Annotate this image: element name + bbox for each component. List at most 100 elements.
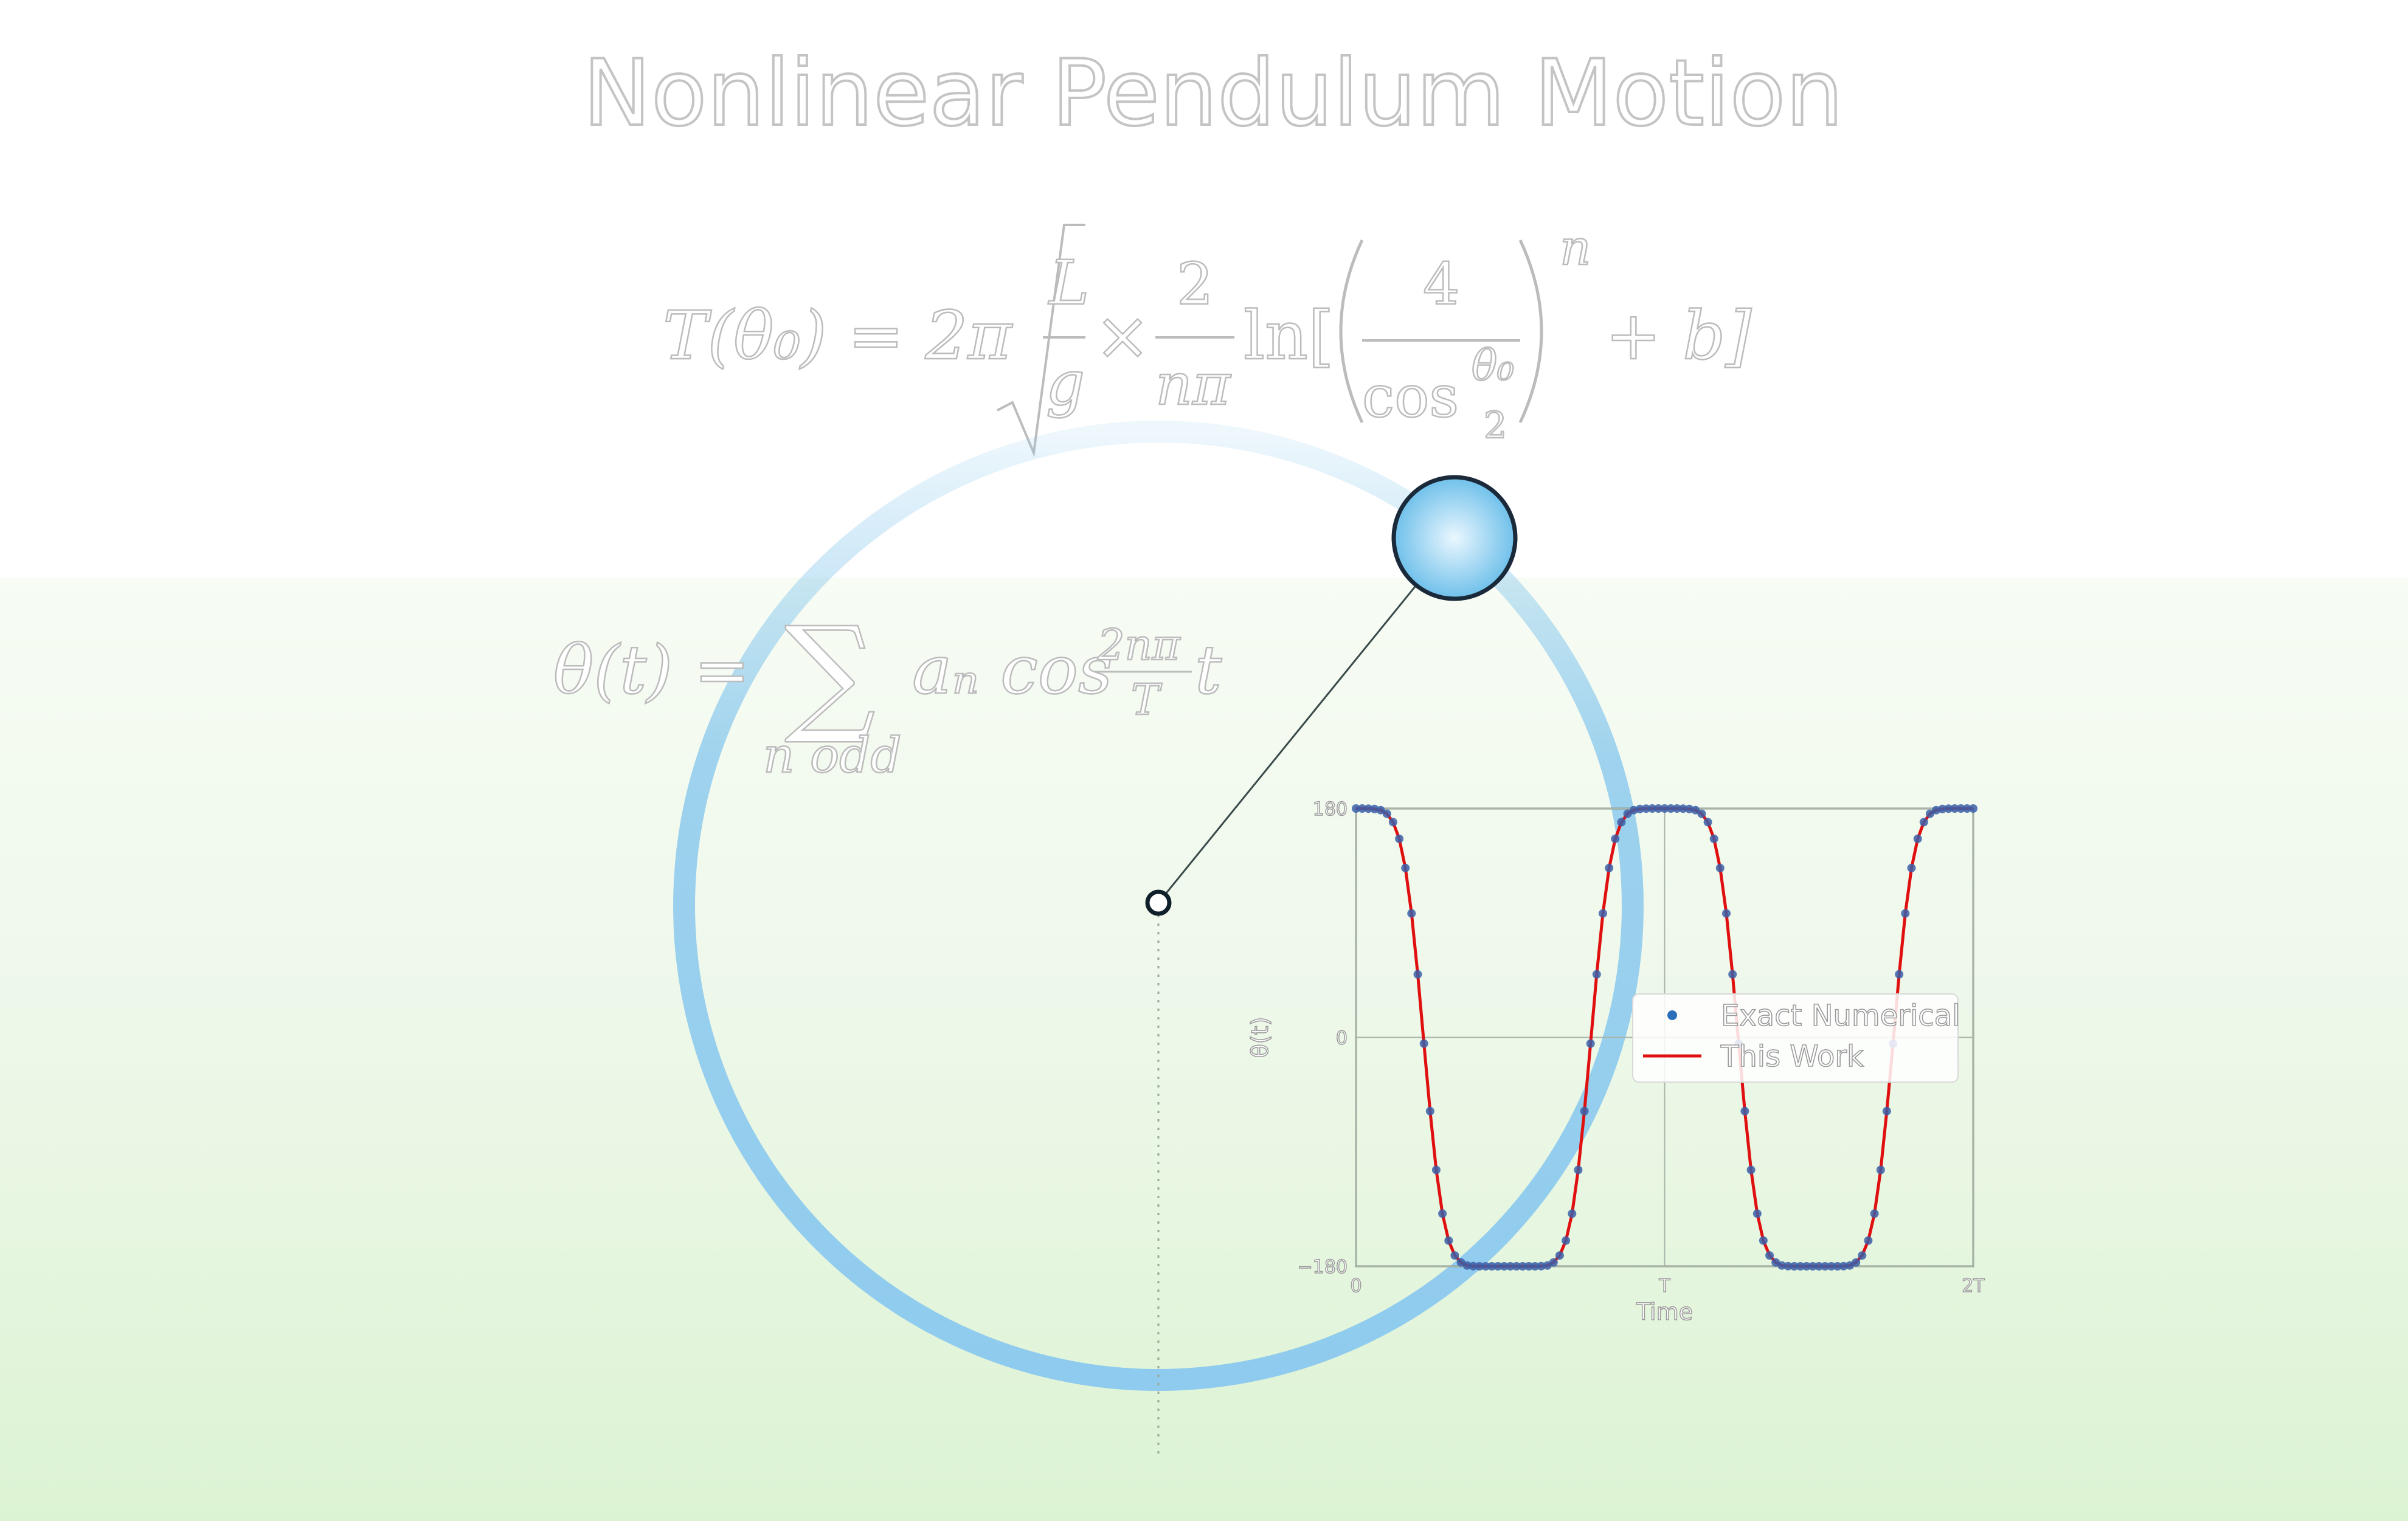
data-point-exact-numerical [1956,804,1965,813]
data-point-exact-numerical [1481,1262,1490,1271]
data-point-exact-numerical [1395,834,1404,843]
sqrt-numerator: L [1048,247,1089,319]
data-point-exact-numerical [1364,804,1373,813]
data-point-exact-numerical [1907,863,1916,872]
chart-y-tick-label: 0 [1336,1028,1348,1049]
plus-b: + b] [1605,297,1752,374]
data-point-exact-numerical [1358,804,1367,813]
ln-bracket: ln[ [1244,297,1334,374]
right-paren [1518,239,1543,424]
legend-marker-exact-numerical [1667,1010,1677,1020]
fraction-denominator: nπ [1155,351,1231,418]
data-point-exact-numerical [1555,1251,1564,1260]
inner-two: 2 [1484,404,1507,447]
data-point-exact-numerical [1450,1251,1459,1260]
pendulum-orbit [673,421,1644,1391]
data-point-exact-numerical [1722,909,1731,918]
data-point-exact-numerical [1666,804,1675,813]
data-point-exact-numerical [1574,1165,1583,1174]
data-point-exact-numerical [1944,804,1953,813]
data-point-exact-numerical [1419,1039,1428,1048]
data-point-exact-numerical [1876,1165,1885,1174]
data-point-exact-numerical [1950,804,1959,813]
legend-label-this-work: This Work [1720,1040,1864,1074]
data-point-exact-numerical [1431,1165,1441,1174]
data-point-exact-numerical [1759,1236,1768,1245]
data-point-exact-numerical [1549,1258,1558,1267]
data-point-exact-numerical [1475,1262,1484,1271]
data-point-exact-numerical [1833,1262,1842,1271]
data-point-exact-numerical [1462,1261,1472,1270]
data-point-exact-numerical [1709,834,1718,843]
data-point-exact-numerical [1518,1262,1527,1271]
data-point-exact-numerical [1870,1209,1879,1218]
sum-subscript: n odd [763,727,902,784]
data-point-exact-numerical [1715,863,1725,872]
data-point-exact-numerical [1376,805,1385,815]
data-point-exact-numerical [1580,1106,1589,1116]
inner-theta: θ₀ [1472,340,1514,390]
data-point-exact-numerical [1777,1261,1787,1270]
data-point-exact-numerical [1506,1262,1515,1271]
data-point-exact-numerical [1599,909,1607,918]
data-point-exact-numerical [1901,909,1910,918]
data-point-exact-numerical [1413,970,1422,979]
data-point-exact-numerical [1746,1165,1756,1174]
pendulum-bob [1391,475,1518,601]
pendulum-rod [1157,537,1456,903]
data-point-exact-numerical [1802,1262,1811,1271]
data-point-exact-numerical [1438,1209,1447,1218]
left-paren [1339,239,1364,424]
data-point-exact-numerical [1919,818,1928,827]
data-point-exact-numerical [1401,863,1410,872]
period-formula: T(θ₀) = 2π L g × 2 nπ ln[ 4 cos θ₀ 2 n +… [662,219,1753,458]
period-formula-lhs: T(θ₀) = 2π [663,297,1013,374]
data-point-exact-numerical [1752,1209,1762,1218]
data-point-exact-numerical [1697,809,1706,818]
data-point-exact-numerical [1469,1261,1478,1271]
data-point-exact-numerical [1962,804,1971,813]
chart-x-tick-label: T [1658,1275,1670,1297]
data-point-exact-numerical [1839,1261,1848,1271]
data-point-exact-numerical [1531,1262,1540,1271]
data-point-exact-numerical [1512,1262,1521,1271]
legend-box [1632,993,1959,1083]
data-point-exact-numerical [1493,1262,1503,1271]
series-fraction-denominator: T [1131,675,1162,725]
data-point-exact-numerical [1790,1262,1799,1271]
data-point-exact-numerical [1487,1262,1496,1271]
sqrt-denominator: g [1046,348,1085,419]
data-point-exact-numerical [1382,809,1391,818]
data-point-exact-numerical [1765,1251,1774,1260]
data-point-exact-numerical [1623,809,1632,818]
data-point-exact-numerical [1678,804,1687,813]
data-point-exact-numerical [1728,970,1737,979]
data-point-exact-numerical [1425,1106,1434,1116]
data-point-exact-numerical [1815,1262,1824,1271]
data-point-exact-numerical [1648,804,1657,813]
chart-y-tick-label: −180 [1298,1257,1348,1278]
data-point-exact-numerical [1388,818,1397,827]
chart-y-tick-label: 180 [1313,799,1348,820]
data-point-exact-numerical [1882,1106,1891,1116]
chart-x-tick-label: 2T [1962,1275,1985,1297]
data-point-exact-numerical [1864,1236,1873,1245]
data-point-exact-numerical [1938,804,1947,813]
data-point-exact-numerical [1654,804,1663,813]
data-point-exact-numerical [1444,1236,1453,1245]
series-term: aₙ cos [912,631,1112,709]
chart-x-axis-label: Time [1636,1299,1693,1325]
data-point-exact-numerical [1821,1262,1830,1271]
data-point-exact-numerical [1617,818,1626,827]
times-sign: × [1095,297,1150,374]
data-point-exact-numerical [1858,1251,1867,1260]
series-formula: θ(t) = ∑ n odd aₙ cos 2nπ T t [553,598,1223,785]
data-point-exact-numerical [1808,1262,1818,1271]
data-point-exact-numerical [1740,1106,1749,1116]
data-point-exact-numerical [1784,1261,1793,1271]
chart-y-axis-label: θ(t) [1247,1017,1273,1058]
data-point-exact-numerical [1611,834,1620,843]
data-point-exact-numerical [1586,1039,1595,1048]
